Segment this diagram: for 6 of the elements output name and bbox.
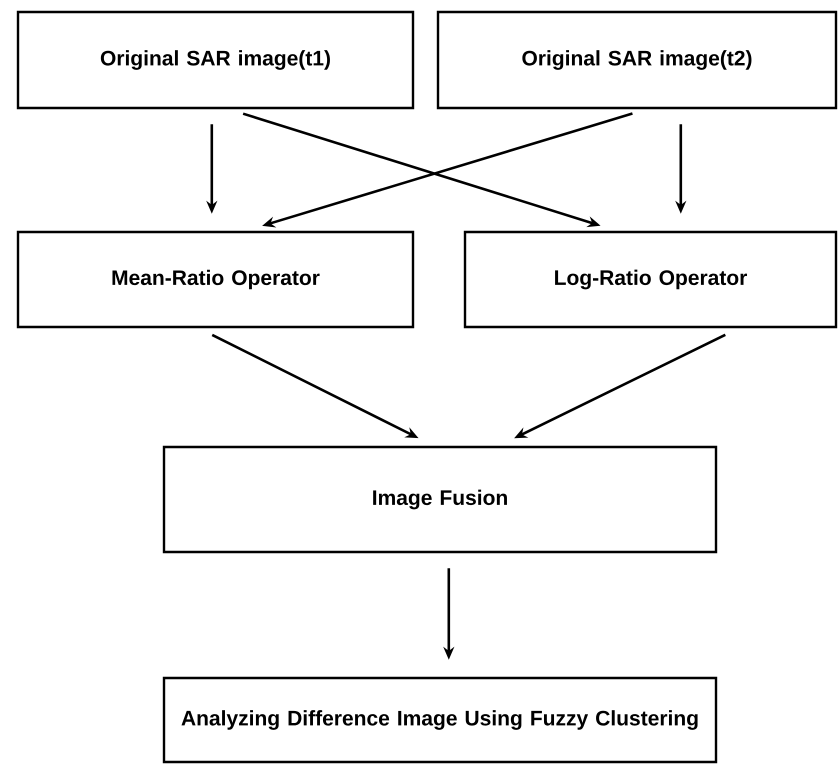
process-box: Original SAR image(t1) [16, 10, 414, 110]
process-box: Image Fusion [162, 446, 718, 554]
process-box: Analyzing Difference Image Using Fuzzy Clustering [162, 676, 718, 764]
process-box: Mean-Ratio Operator [16, 230, 414, 328]
process-box: Original SAR image(t2) [436, 10, 838, 110]
process-box: Log-Ratio Operator [464, 230, 838, 328]
